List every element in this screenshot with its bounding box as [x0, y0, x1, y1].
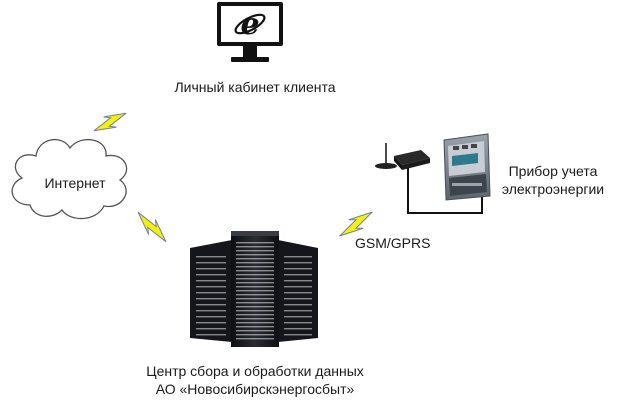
server-status-light	[236, 270, 274, 272]
server-status-light	[196, 310, 226, 312]
server-status-light	[236, 254, 274, 256]
monitor-with-internet-explorer-icon: e	[217, 2, 283, 62]
server-status-light	[236, 334, 274, 336]
server-status-light	[236, 290, 274, 292]
server-status-light	[284, 304, 312, 306]
server-status-light	[284, 286, 312, 288]
server-status-light	[196, 298, 226, 300]
server-status-light	[284, 268, 312, 270]
server-rack-center	[231, 231, 279, 347]
server-status-light	[236, 258, 274, 260]
server-status-light	[196, 274, 226, 276]
server-status-light	[236, 310, 274, 312]
server-status-light	[236, 250, 274, 252]
server-status-light	[284, 316, 312, 318]
server-status-light	[236, 242, 274, 244]
data-center-label-line1: Центр сбора и обработки данных	[146, 363, 364, 379]
server-status-light	[196, 268, 226, 270]
server-status-light	[284, 328, 312, 330]
server-status-light	[284, 292, 312, 294]
electricity-meter-icon	[443, 133, 491, 201]
server-status-light	[236, 302, 274, 304]
server-status-light	[236, 314, 274, 316]
server-status-light	[196, 280, 226, 282]
internet-label: Интернет	[44, 175, 106, 191]
gsm-gprs-label: GSM/GPRS	[355, 235, 431, 251]
server-status-light	[236, 266, 274, 268]
server-status-light	[196, 316, 226, 318]
server-status-light	[236, 338, 274, 340]
server-status-light	[236, 262, 274, 264]
server-status-light	[196, 322, 226, 324]
server-status-light	[284, 334, 312, 336]
server-status-light	[284, 298, 312, 300]
server-status-light	[236, 318, 274, 320]
server-status-light	[236, 286, 274, 288]
server-status-light	[284, 322, 312, 324]
server-status-light	[196, 304, 226, 306]
modem-meter-cable	[407, 168, 483, 214]
server-status-light	[284, 274, 312, 276]
server-status-light	[196, 334, 226, 336]
server-status-light	[236, 322, 274, 324]
server-status-light	[196, 256, 226, 258]
server-rack-left	[190, 240, 238, 342]
server-status-light	[236, 246, 274, 248]
server-status-light	[236, 278, 274, 280]
meter-label-line2: электроэнергии	[501, 181, 605, 197]
server-racks-icon	[190, 231, 318, 347]
server-status-light	[284, 310, 312, 312]
internet-explorer-logo: e	[234, 7, 266, 42]
server-status-light	[236, 298, 274, 300]
server-status-light	[236, 330, 274, 332]
server-status-light	[236, 306, 274, 308]
server-status-light	[196, 328, 226, 330]
data-center-label-line2: АО «Новосибирскэнергосбыт»	[155, 381, 355, 397]
lightning-bolt-icon	[93, 112, 127, 132]
server-status-light	[236, 326, 274, 328]
lightning-bolt-icon	[339, 211, 373, 237]
server-status-light	[196, 286, 226, 288]
server-status-light	[284, 256, 312, 258]
cloud-icon	[11, 138, 128, 220]
client-cabinet-label: Личный кабинет клиента	[174, 79, 336, 95]
server-status-lights	[196, 242, 312, 340]
server-status-light	[236, 282, 274, 284]
server-status-light	[236, 274, 274, 276]
server-status-light	[196, 292, 226, 294]
lightning-bolt-icon	[137, 211, 167, 243]
server-status-light	[196, 262, 226, 264]
gsm-modem-icon	[375, 143, 430, 170]
server-status-light	[284, 280, 312, 282]
meter-label-line1: Прибор учета	[508, 163, 598, 179]
svg-text:e: e	[240, 7, 259, 42]
server-status-light	[284, 262, 312, 264]
server-status-light	[236, 294, 274, 296]
